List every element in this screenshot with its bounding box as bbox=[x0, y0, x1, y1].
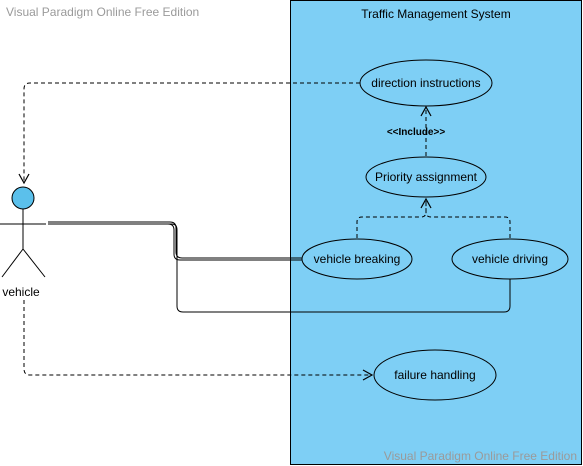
actor-left-leg bbox=[1, 248, 24, 278]
association-vehicle-driving[interactable] bbox=[48, 223, 511, 313]
use-case-vehicle-breaking[interactable]: vehicle breaking bbox=[301, 238, 413, 280]
use-case-priority-assignment[interactable]: Priority assignment bbox=[365, 156, 487, 198]
association-vehicle-breaking[interactable] bbox=[48, 221, 302, 261]
actor-right-leg bbox=[22, 248, 46, 278]
watermark-bottom: Visual Paradigm Online Free Edition bbox=[384, 449, 577, 463]
use-case-vehicle-breaking-label: vehicle breaking bbox=[314, 252, 401, 266]
dependency-direction-to-vehicle[interactable] bbox=[18, 82, 360, 185]
actor-label: vehicle bbox=[2, 285, 40, 299]
use-case-failure-handling-label: failure handling bbox=[394, 368, 475, 382]
dependency-vehicle-to-failure[interactable] bbox=[23, 300, 374, 381]
use-case-vehicle-driving-label: vehicle driving bbox=[472, 252, 548, 266]
use-case-direction-instructions-label: direction instructions bbox=[371, 76, 480, 90]
dependency-driving-to-priority[interactable] bbox=[425, 199, 511, 238]
watermark-top: Visual Paradigm Online Free Edition bbox=[6, 5, 199, 19]
use-case-vehicle-driving[interactable]: vehicle driving bbox=[451, 238, 569, 280]
system-title: Traffic Management System bbox=[361, 7, 510, 21]
use-case-direction-instructions[interactable]: direction instructions bbox=[359, 59, 493, 107]
use-case-failure-handling[interactable]: failure handling bbox=[373, 349, 497, 401]
use-case-priority-assignment-label: Priority assignment bbox=[375, 170, 478, 184]
actor-head bbox=[11, 186, 35, 210]
include-label: <<Include>> bbox=[387, 127, 446, 138]
dependency-breaking-to-priority[interactable] bbox=[356, 197, 432, 238]
actor-vehicle[interactable]: vehicle bbox=[0, 186, 46, 299]
